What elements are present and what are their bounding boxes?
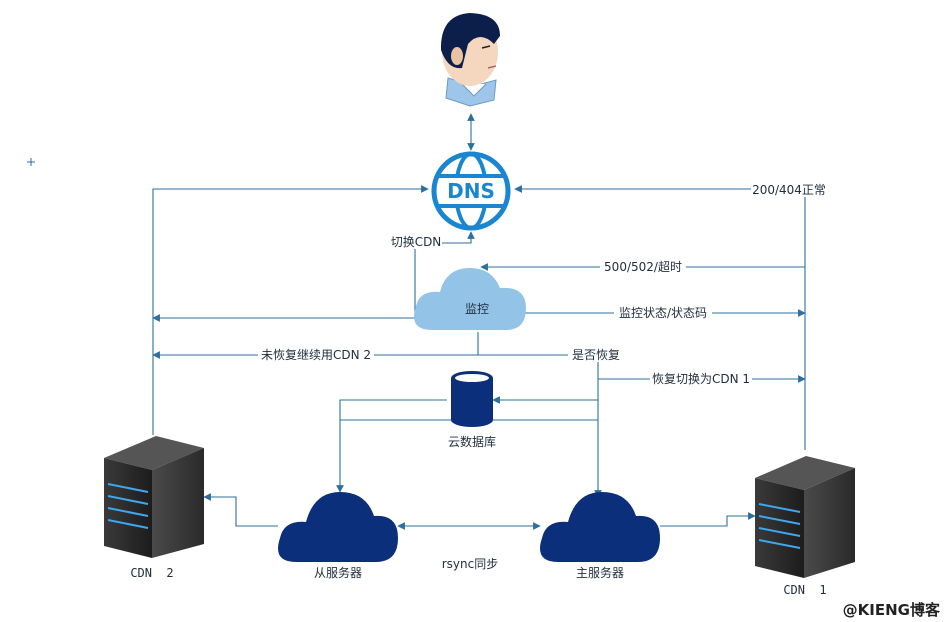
edge-is-recovered bbox=[478, 354, 602, 498]
rsync-label: rsync同步 bbox=[442, 557, 499, 571]
master-server-label: 主服务器 bbox=[576, 565, 624, 580]
recover-switch-label: 恢复切换为CDN 1 bbox=[652, 372, 750, 386]
cdn1-server-icon bbox=[755, 456, 855, 578]
edge-master-to-cdn1 bbox=[660, 512, 756, 527]
slave-server-cloud-icon bbox=[278, 492, 398, 562]
monitor-cloud-icon bbox=[414, 268, 526, 330]
ok-status-label: 200/404正常 bbox=[752, 183, 826, 197]
edge-slave-to-cdn2 bbox=[203, 493, 278, 527]
plus-mark-icon bbox=[27, 158, 35, 166]
cdn1-label: CDN 1 bbox=[783, 583, 826, 597]
master-server-cloud-icon bbox=[540, 492, 660, 562]
watermark-text: @KIENG博客 bbox=[843, 601, 941, 619]
error-status-label: 500/502/超时 bbox=[604, 259, 682, 274]
edge-monitor-switch-dns bbox=[414, 231, 475, 318]
database-icon bbox=[451, 371, 493, 427]
monitor-status-label: 监控状态/状态码 bbox=[619, 306, 707, 320]
is-recovered-label: 是否恢复 bbox=[572, 348, 620, 362]
monitor-label: 监控 bbox=[465, 302, 489, 316]
edge-cdn2-dns bbox=[152, 185, 429, 435]
dns-globe-icon bbox=[431, 151, 511, 231]
user-avatar-icon bbox=[440, 13, 500, 107]
not-recovered-label: 未恢复继续用CDN 2 bbox=[261, 348, 371, 362]
cdn2-label: CDN 2 bbox=[130, 566, 173, 580]
edge-db-to-slave bbox=[336, 399, 447, 493]
cloud-db-label: 云数据库 bbox=[448, 434, 496, 449]
dns-label: DNS bbox=[447, 179, 495, 203]
switch-cdn-label: 切换CDN bbox=[391, 235, 442, 249]
slave-server-label: 从服务器 bbox=[314, 565, 362, 580]
cdn2-server-icon bbox=[104, 436, 204, 558]
